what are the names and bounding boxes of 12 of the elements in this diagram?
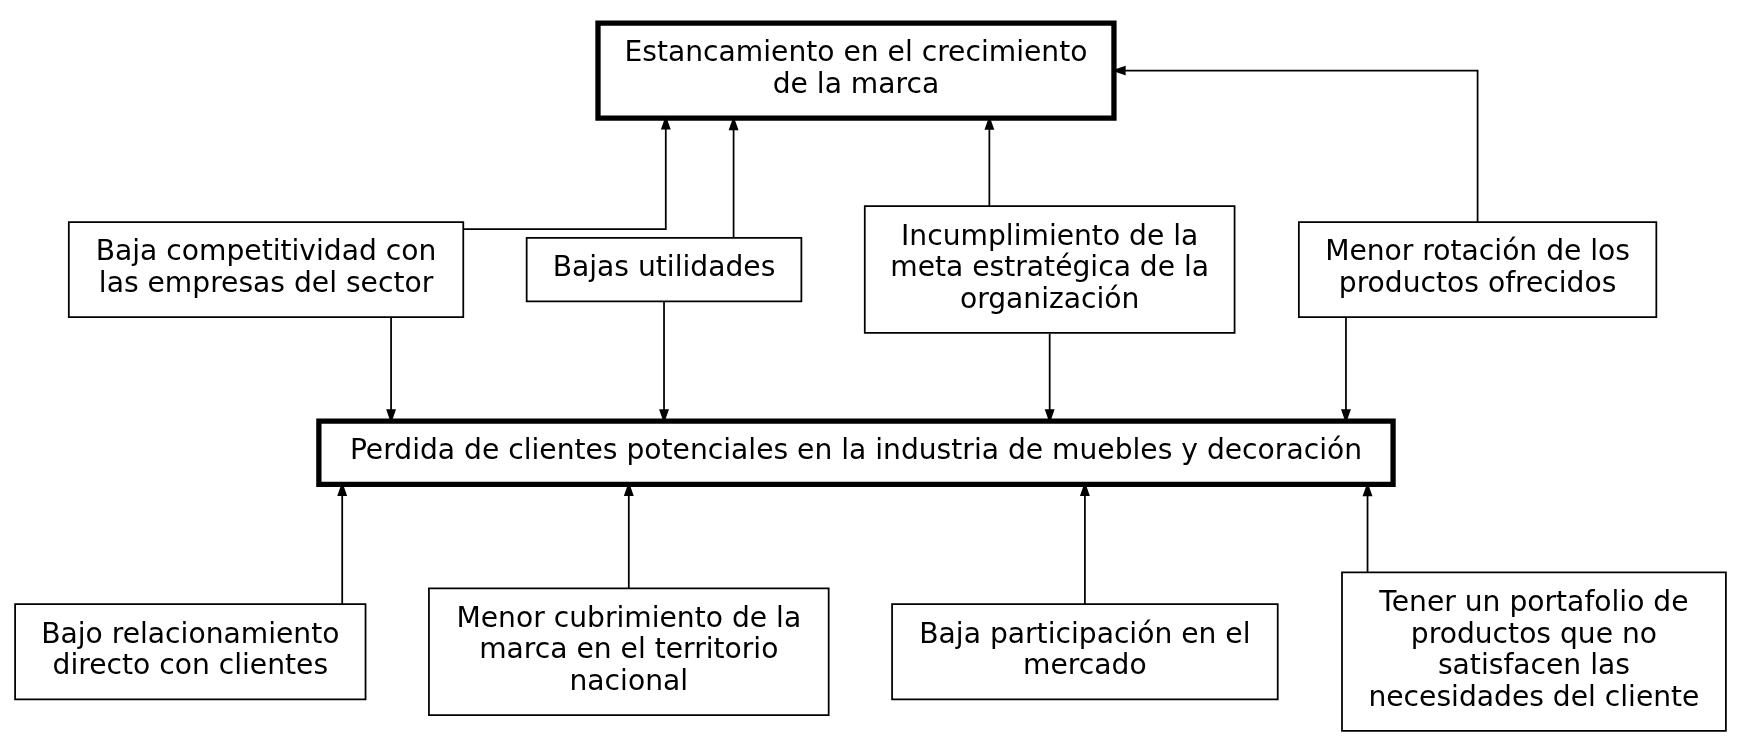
node-box: Incumplimiento de la meta estratégica de la organización <box>863 204 1236 334</box>
node-box: Menor cubrimiento de la marca en el territorio nacional <box>428 586 830 716</box>
arrow <box>1044 332 1055 423</box>
node-box: Menor rotación de los productos ofrecidos <box>1297 220 1658 318</box>
node-box: Bajas utilidades <box>525 236 803 302</box>
node-box: Estancamiento en el crecimiento de la marca <box>595 19 1117 121</box>
node-box: Tener un portafolio de productos que no satisfacen las necesidades del cliente <box>1341 571 1727 732</box>
node-box: Bajo relacionamiento directo con clientes <box>14 602 367 700</box>
arrow <box>462 114 671 230</box>
node-box: Perdida de clientes potenciales en la industria de muebles y decoración <box>316 417 1396 487</box>
node-box: Baja participación en el mercado <box>891 602 1279 700</box>
node-box: Baja competitividad con las empresas del sector <box>67 220 465 318</box>
